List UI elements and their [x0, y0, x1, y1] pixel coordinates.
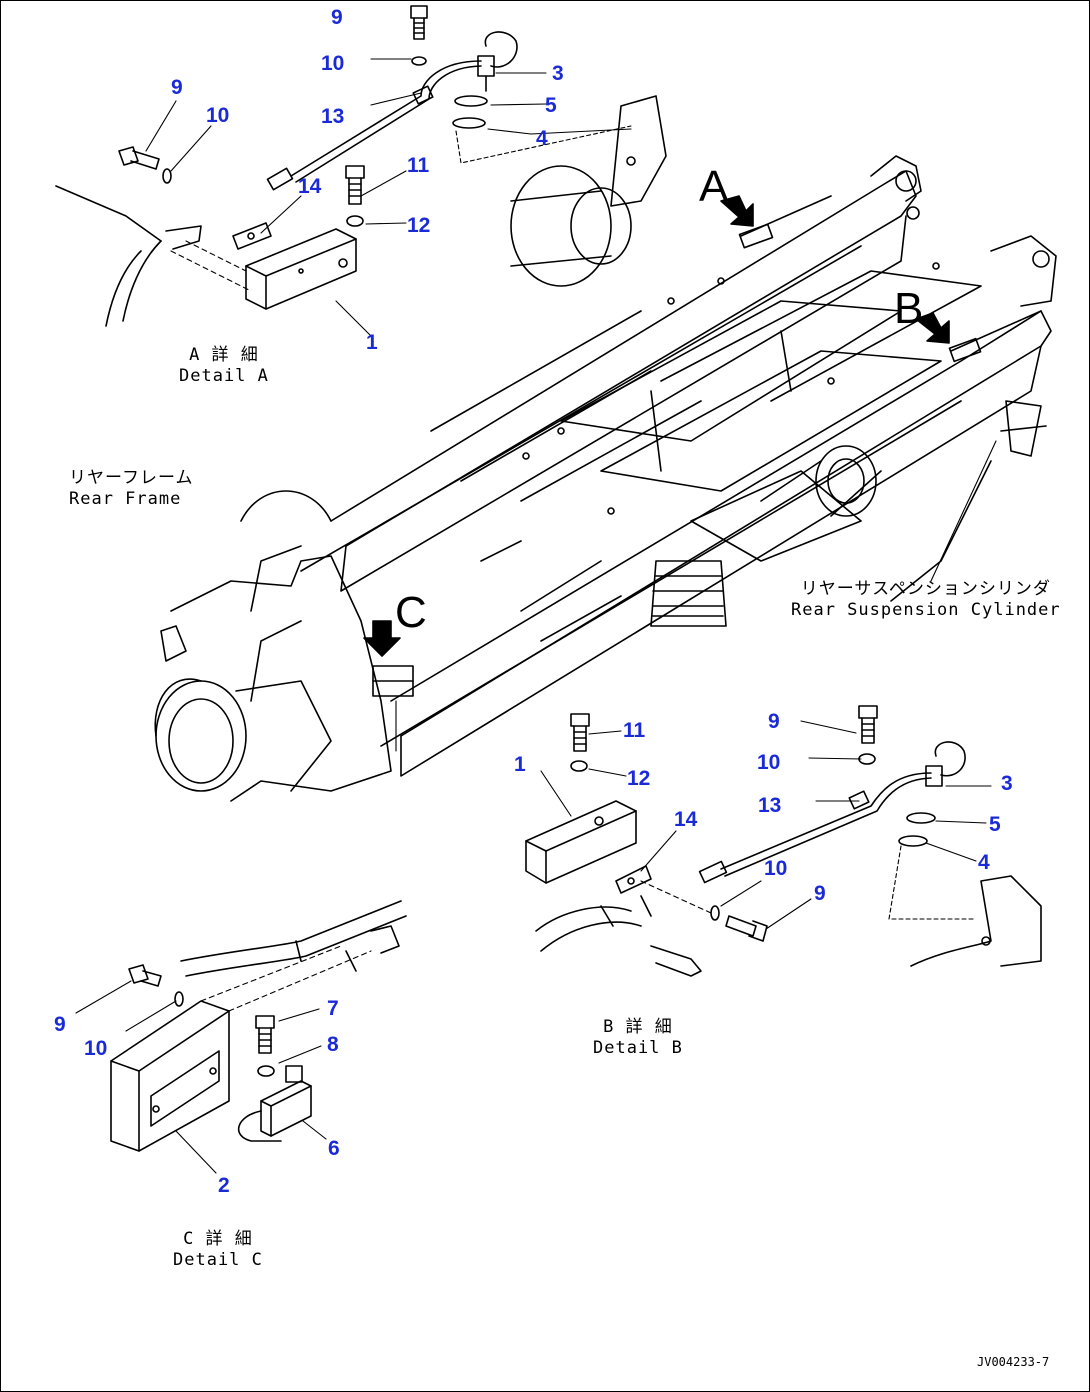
callout-c-2: 2 — [218, 1174, 230, 1197]
callout-a-9-top: 9 — [331, 6, 343, 29]
detail-b-caption: B 詳 細 Detail B — [593, 1017, 683, 1060]
callout-b-14: 14 — [674, 808, 698, 831]
callout-a-4: 4 — [536, 127, 548, 150]
callout-b-1: 1 — [514, 753, 526, 776]
callout-c-7: 7 — [327, 997, 339, 1020]
detail-c-caption: C 詳 細 Detail C — [173, 1229, 263, 1272]
callout-b-5: 5 — [989, 813, 1001, 836]
rear-frame-caption: リヤーフレーム Rear Frame — [69, 468, 193, 511]
detail-c-caption-en: Detail C — [173, 1250, 263, 1271]
rear-frame-caption-jp: リヤーフレーム — [69, 468, 194, 488]
callout-c-10: 10 — [84, 1037, 108, 1060]
detail-b-drawing — [525, 705, 1042, 977]
callout-b-11: 11 — [623, 719, 646, 742]
callout-b-10-top: 10 — [757, 751, 781, 774]
figure-code: JV004233-7 — [977, 1355, 1050, 1369]
view-letter-b: B — [894, 284, 924, 333]
callout-b-3: 3 — [1001, 772, 1013, 795]
rear-cylinder-caption-en: Rear Suspension Cylinder — [791, 600, 1061, 621]
callout-b-4: 4 — [978, 851, 990, 874]
callout-b-13: 13 — [758, 794, 782, 817]
detail-c-drawing — [75, 900, 407, 1174]
callout-b-9-top: 9 — [768, 710, 780, 733]
callout-c-6: 6 — [328, 1137, 340, 1160]
detail-c-caption-jp: C 詳 細 — [183, 1229, 253, 1249]
callout-c-9: 9 — [54, 1013, 66, 1036]
callout-a-9-left: 9 — [171, 76, 183, 99]
view-letter-c: C — [395, 588, 427, 637]
rear-frame-drawing — [154, 155, 1057, 802]
detail-a-caption: A 詳 細 Detail A — [179, 345, 269, 388]
callout-a-5: 5 — [545, 94, 557, 117]
view-letter-a: A — [699, 162, 729, 211]
detail-a-drawing — [55, 5, 632, 337]
mount-bracket-drawing — [510, 95, 667, 287]
callout-b-9-low: 9 — [814, 882, 826, 905]
detail-b-caption-jp: B 詳 細 — [603, 1017, 673, 1037]
callout-b-12: 12 — [627, 767, 651, 790]
view-arrows — [363, 195, 950, 657]
callout-a-3: 3 — [552, 62, 564, 85]
leader-lines — [395, 440, 997, 752]
callout-c-8: 8 — [327, 1033, 339, 1056]
callout-a-13: 13 — [321, 105, 345, 128]
callout-a-12: 12 — [407, 214, 431, 237]
detail-a-caption-jp: A 詳 細 — [189, 345, 259, 365]
callout-a-11: 11 — [407, 154, 430, 177]
callout-a-1: 1 — [366, 331, 378, 354]
rear-cylinder-caption-jp: リヤーサスペンションシリンダ — [800, 579, 1051, 599]
callout-b-10-low: 10 — [764, 857, 788, 880]
detail-b-caption-en: Detail B — [593, 1038, 683, 1059]
detail-a-caption-en: Detail A — [179, 366, 269, 387]
rear-cylinder-caption: リヤーサスペンションシリンダ Rear Suspension Cylinder — [791, 579, 1061, 622]
callout-a-10-left: 10 — [206, 104, 230, 127]
callout-a-14: 14 — [298, 175, 322, 198]
rear-frame-caption-en: Rear Frame — [69, 489, 182, 510]
callout-a-10-top: 10 — [321, 52, 345, 75]
